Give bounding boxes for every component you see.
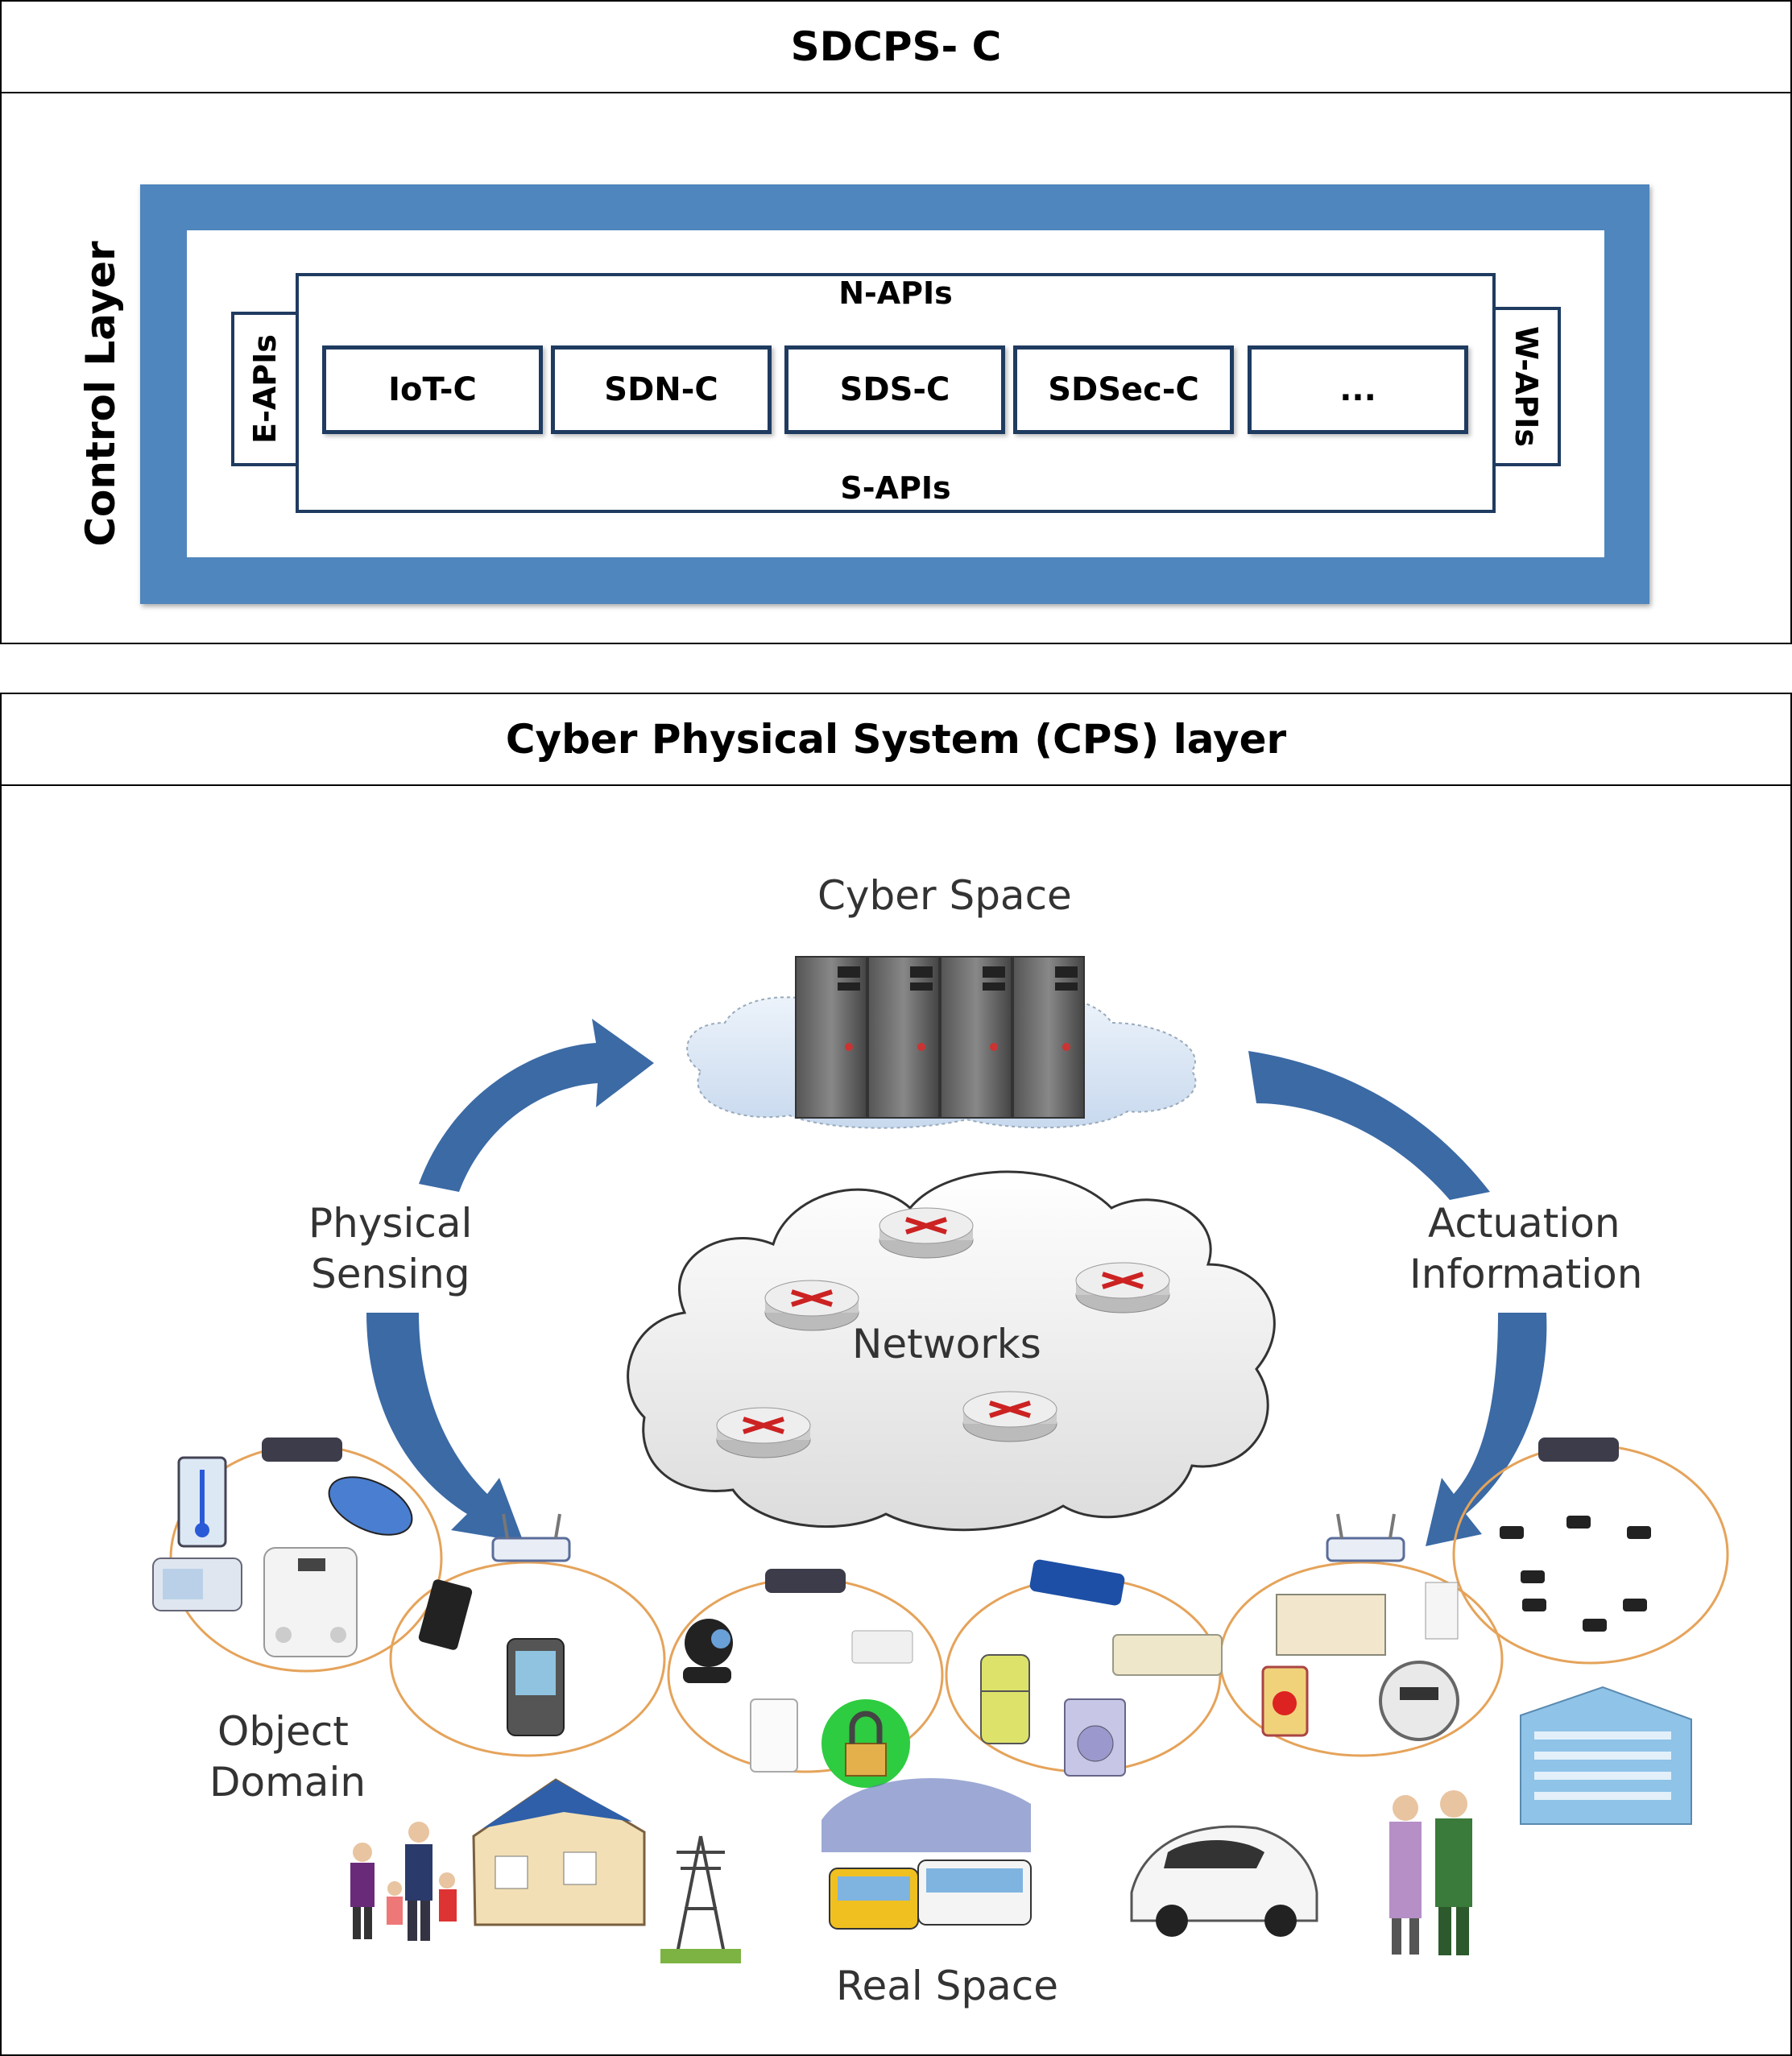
cyber-space-label: Cyber Space <box>817 872 1072 919</box>
w-apis-box: W-APIs <box>1492 307 1561 466</box>
panel-title: Cyber Physical System (CPS) layer <box>2 694 1790 786</box>
object-domain-label-line2: Domain <box>209 1759 366 1806</box>
actuation-label-line2: Information <box>1409 1251 1643 1297</box>
physical-sensing-arrow <box>366 1019 654 1542</box>
transport-icon <box>822 1777 1032 1930</box>
controller-iot-c: IoT-C <box>322 345 543 434</box>
panel-title: SDCPS- C <box>2 2 1790 93</box>
actuation-label-line1: Actuation <box>1428 1200 1620 1247</box>
controller-more: ... <box>1248 345 1468 434</box>
electric-car-icon <box>1130 1825 1318 1937</box>
real-space-icons <box>350 1686 1692 1963</box>
s-apis-box: S-APIs <box>296 463 1496 513</box>
physical-sensing-label-line2: Sensing <box>311 1251 470 1297</box>
n-apis-label: N-APIs <box>838 275 953 311</box>
controller-sds-c: SDS-C <box>784 345 1005 434</box>
controller-sdsec-c: SDSec-C <box>1013 345 1234 434</box>
sensor-device-icons <box>152 1438 1651 1788</box>
networks-label: Networks <box>852 1321 1041 1367</box>
s-apis-label: S-APIs <box>840 470 951 506</box>
server-rack-icon <box>795 956 1085 1119</box>
object-domain-label-line1: Object <box>217 1708 349 1755</box>
real-space-label: Real Space <box>836 1963 1059 2009</box>
physical-sensing-label-line1: Physical <box>308 1200 473 1247</box>
controller-sdn-c: SDN-C <box>551 345 772 434</box>
power-tower-icon <box>660 1835 741 1963</box>
family-icon <box>350 1822 457 1941</box>
router-icons <box>716 1207 1170 1458</box>
actuation-arrow <box>1248 1051 1547 1546</box>
office-building-icon <box>1520 1686 1692 1825</box>
house-icon <box>472 1778 646 1926</box>
elderly-couple-icon <box>1389 1790 1472 1955</box>
e-apis-box: E-APIs <box>231 312 299 466</box>
